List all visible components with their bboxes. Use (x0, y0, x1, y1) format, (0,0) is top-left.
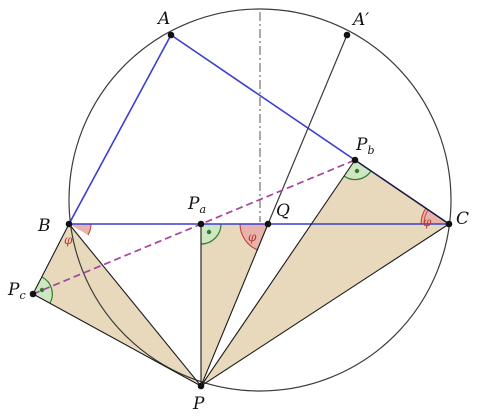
right-angle-Pa-edge (200, 223, 222, 245)
right-angle-Pc-edge (41, 276, 53, 304)
label-Pc-sub: c (19, 289, 25, 302)
shaded-triangle-right (201, 160, 449, 386)
phi-label-B: φ (64, 233, 73, 247)
label-B: B (37, 216, 51, 236)
simson-line (32, 159, 356, 295)
point-B (65, 220, 73, 228)
right-angle-Pb-edge (343, 170, 372, 181)
point-Pb (351, 156, 359, 164)
label-Pa-sub: a (199, 203, 206, 216)
phi-label-Q: φ (248, 230, 257, 244)
label-Pb-main: P (355, 135, 368, 155)
label-Pa: Pa (187, 194, 206, 216)
line-C-P (200, 223, 450, 387)
point-Pc (29, 290, 37, 298)
line-B-Pc (32, 223, 70, 295)
angle-arc-Q-edge (239, 223, 259, 251)
label-C: C (456, 209, 469, 229)
line-B-P (68, 223, 202, 387)
shaded-triangle-left (33, 224, 201, 386)
point-A (167, 31, 175, 39)
point-A-prime (343, 31, 351, 39)
label-Pc-main: P (7, 280, 20, 300)
line-Pc-P (32, 293, 202, 387)
line-Pb-C (354, 159, 450, 225)
label-Pb: Pb (355, 135, 375, 157)
point-P (197, 382, 205, 390)
line-Q-P (200, 223, 269, 387)
label-A: A (156, 9, 170, 29)
point-C (445, 220, 453, 228)
point-Pa (197, 220, 205, 228)
label-Pa-main: P (187, 194, 200, 214)
label-A-prime: A′ (351, 10, 369, 30)
phi-label-C: φ (423, 215, 432, 229)
label-Pc: Pc (7, 280, 26, 302)
right-angle-Pa-dot (206, 229, 212, 235)
label-Pb-sub: b (367, 144, 374, 157)
line-Pb-P (200, 159, 356, 387)
triangle-ABC (67, 33, 452, 225)
angle-arc-Q (240, 224, 268, 250)
angle-arc-B (69, 224, 91, 235)
right-angle-Pa (201, 224, 221, 244)
point-Q (264, 220, 272, 228)
label-P: P (192, 394, 205, 414)
circumcircle (68, 8, 452, 392)
right-angle-Pb-dot (354, 168, 360, 174)
label-Q: Q (276, 201, 290, 221)
line-A-prime-Q (267, 34, 348, 225)
